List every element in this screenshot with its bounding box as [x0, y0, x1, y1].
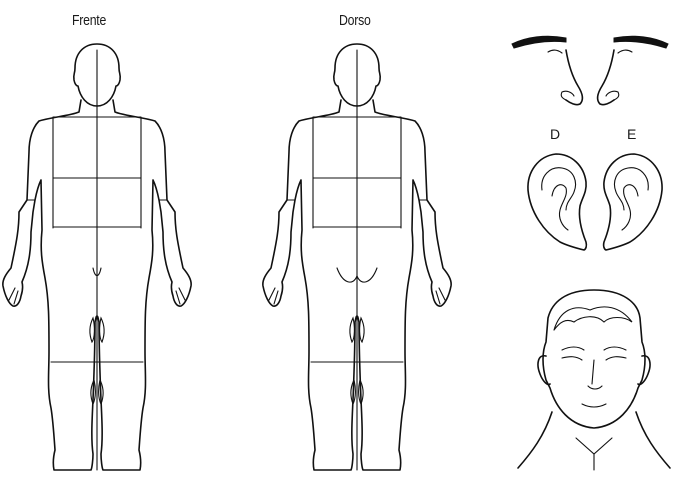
left-nose-profile — [598, 36, 668, 104]
face — [518, 290, 670, 470]
front-body-outline — [3, 44, 191, 470]
right-nose-profile — [512, 36, 582, 104]
right-ear — [528, 154, 586, 250]
back-body-outline — [263, 44, 451, 470]
left-ear — [604, 154, 662, 250]
